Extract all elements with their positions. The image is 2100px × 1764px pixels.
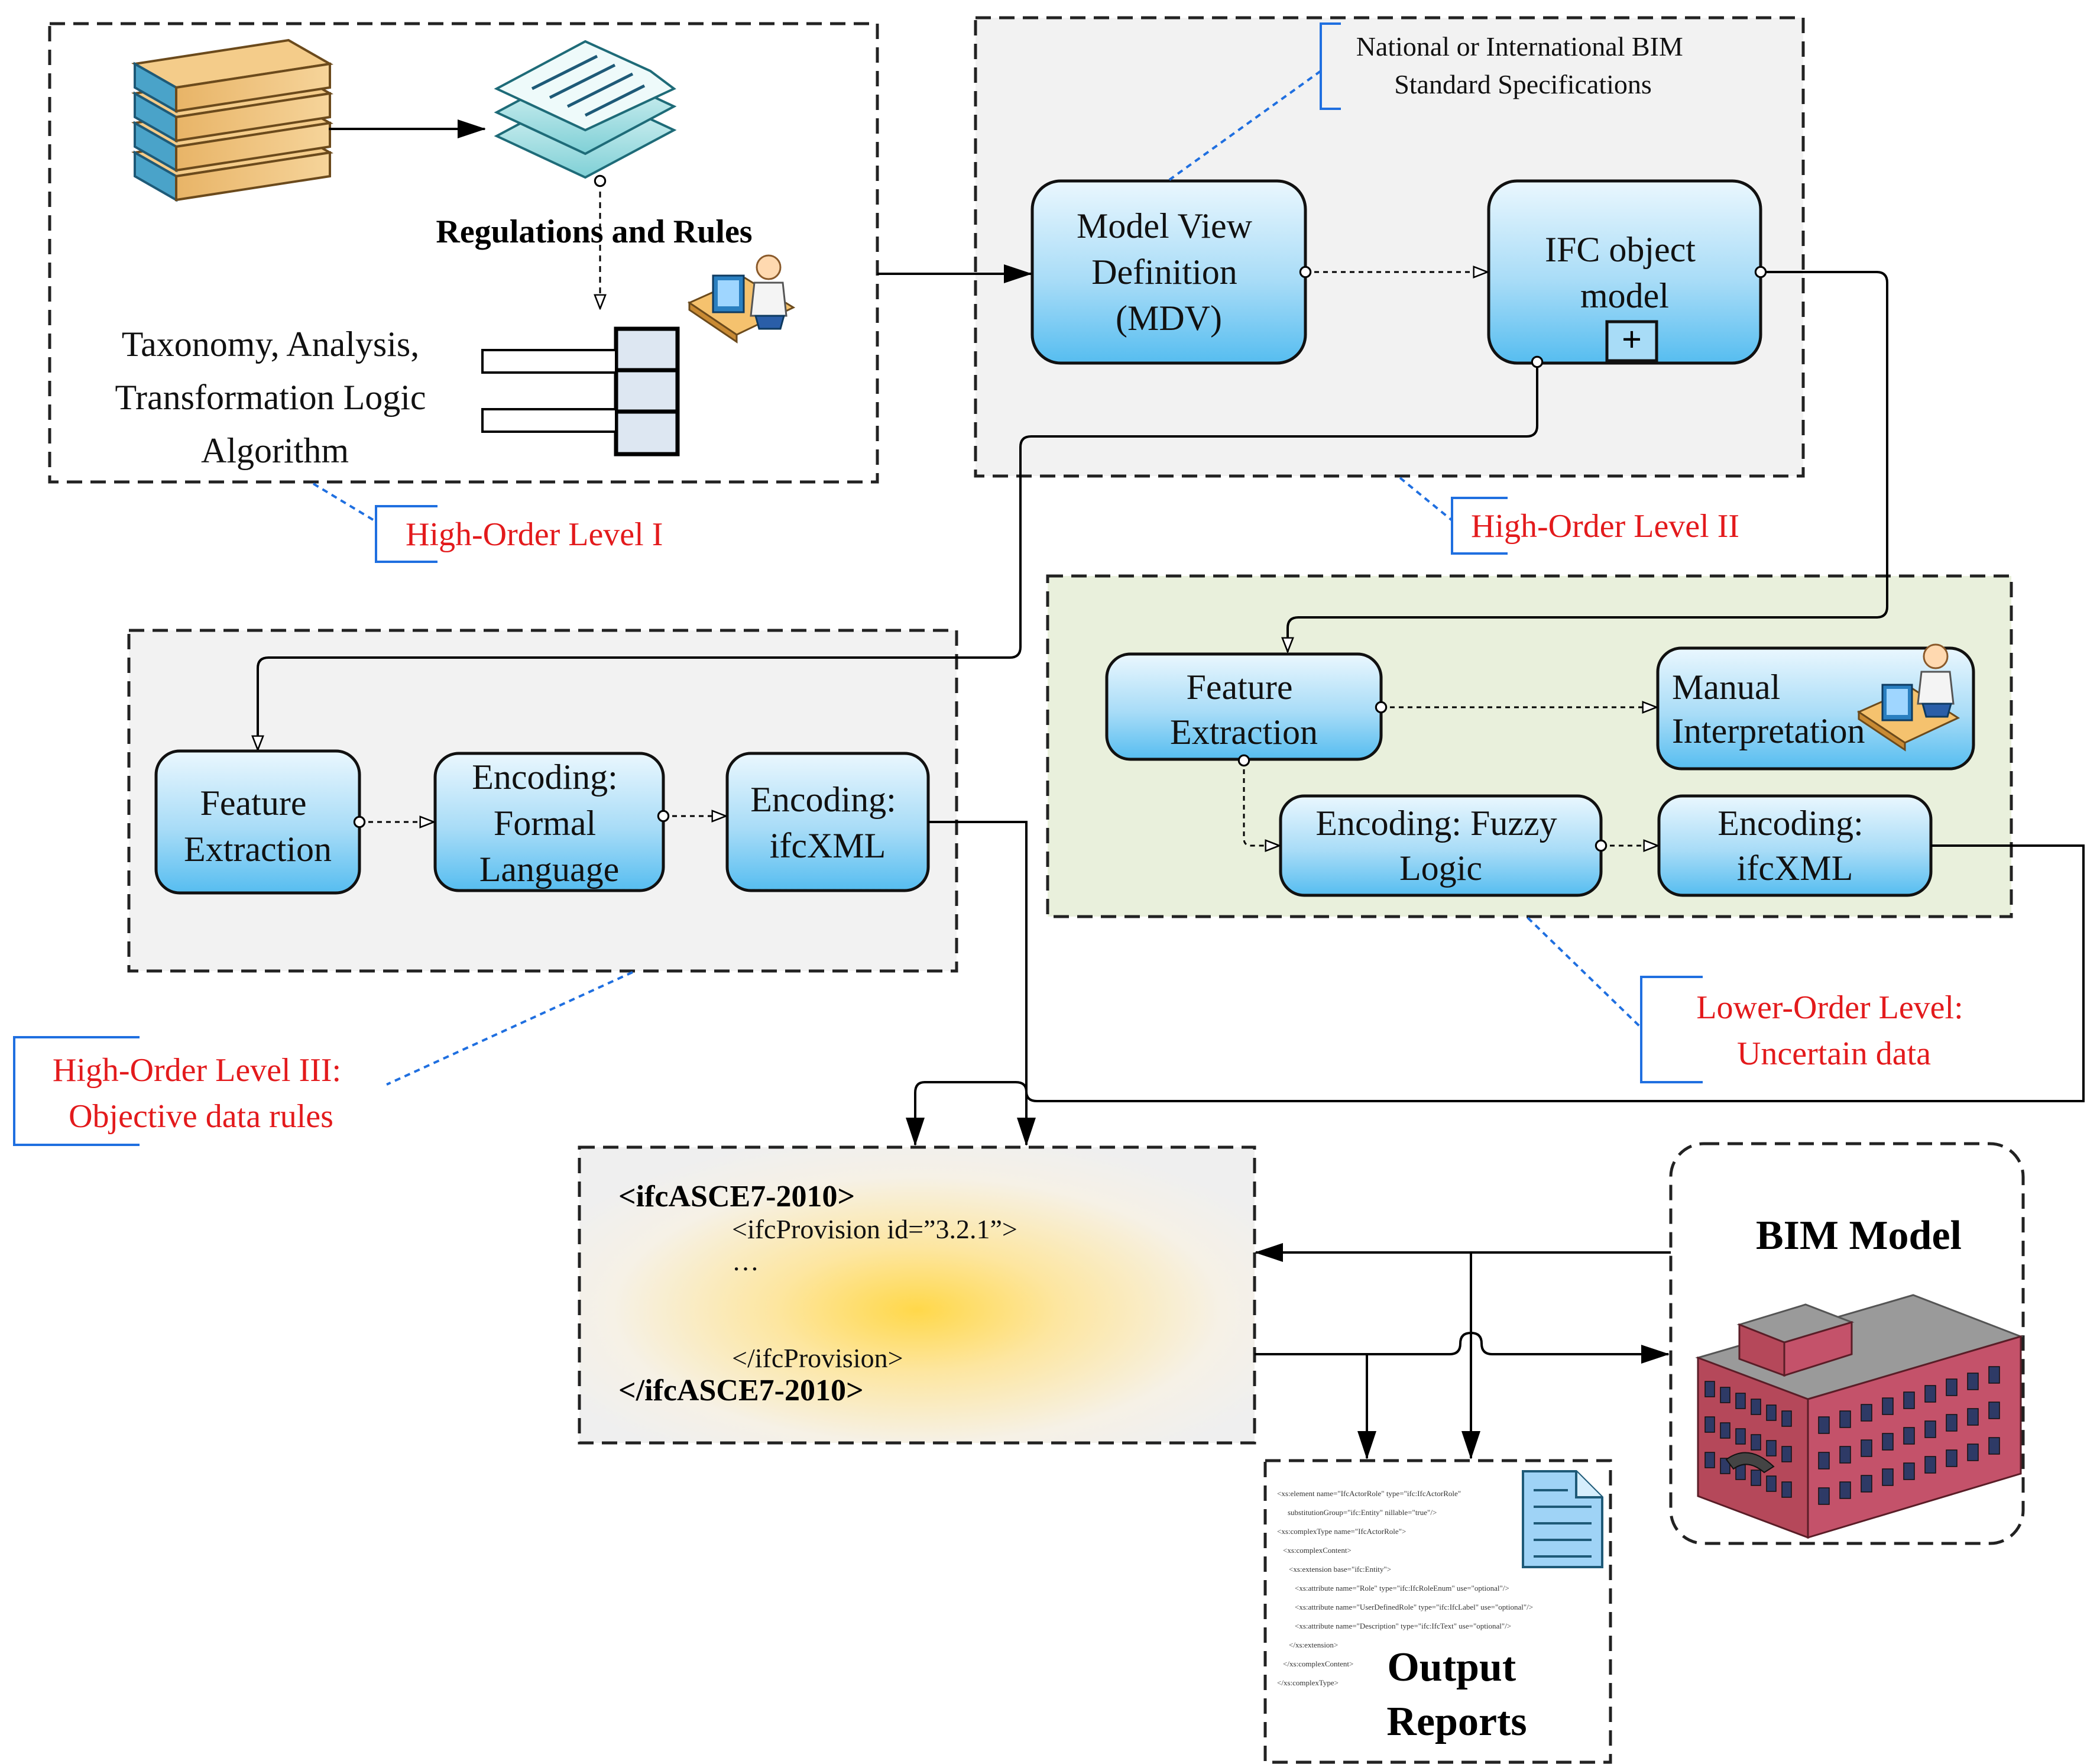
xml-close-tag: </ifcASCE7-2010> (618, 1374, 864, 1407)
svg-text:<xs:element name="IfcActorRole: <xs:element name="IfcActorRole" type="if… (1277, 1489, 1461, 1498)
l3-ifcxml-to-xml-connector (928, 821, 1036, 1146)
engineer-icon (687, 254, 796, 344)
books-icon (131, 38, 333, 202)
svg-text:<xs:attribute name="UserDefine: <xs:attribute name="UserDefinedRole" typ… (1295, 1603, 1533, 1611)
xml-to-bim-connector (1255, 1331, 1670, 1364)
svg-text:</xs:extension>: </xs:extension> (1289, 1640, 1338, 1649)
svg-text:substitutionGroup="ifc:Entity": substitutionGroup="ifc:Entity" nillable=… (1288, 1508, 1437, 1517)
bim-standard-note: National or International BIM Standard S… (1168, 22, 1690, 181)
xml-panel (578, 1145, 1256, 1445)
level2-label: High-Order Level II (1399, 477, 1739, 555)
xml-ellipsis: … (732, 1246, 759, 1276)
xml-open-tag: <ifcASCE7-2010> (618, 1180, 855, 1213)
interpreter-icon (1856, 643, 1960, 752)
ifc-object-model-node[interactable]: IFC object model + (1487, 179, 1762, 365)
level1-label: High-Order Level I (312, 483, 663, 563)
svg-text:Encoding: Formal L: Encoding: Formal Language (472, 758, 627, 889)
xml-provision-close: </ifcProvision> (732, 1343, 903, 1373)
svg-text:<xs:attribute name="Descriptio: <xs:attribute name="Description" type="i… (1295, 1621, 1511, 1630)
xml-provision-open: <ifcProvision id=”3.2.1”> (732, 1214, 1017, 1244)
svg-text:Encoding: ifcXML: Encoding: ifcXML (750, 780, 905, 865)
svg-text:</xs:complexType>: </xs:complexType> (1277, 1678, 1339, 1687)
l3-formal-language-node[interactable]: Encoding: Formal Language (433, 752, 665, 892)
lower-ifcxml-node[interactable]: Encoding: ifcXML (1657, 794, 1933, 897)
bim-title: BIM Model (1756, 1213, 1962, 1258)
svg-text:Encoding: Fuzzy Logic: Encoding: Fuzzy Logic (1315, 804, 1566, 888)
svg-text:Manual Interpretation: Manual Interpretation (1672, 668, 1865, 750)
svg-text:Feature Extraction: Feature Extraction (184, 784, 332, 869)
l3-ifcxml-node[interactable]: Encoding: ifcXML (725, 752, 930, 892)
svg-text:Model View Definition: Model View Definition (MDV) (1077, 206, 1261, 338)
manual-interpretation-node[interactable]: Manual Interpretation (1656, 643, 1975, 771)
documents-icon (494, 40, 677, 179)
mdv-node[interactable]: Model View Definition (MDV) (1030, 179, 1307, 365)
svg-text:National or International BIM: National or International BIM Standard S… (1356, 31, 1690, 99)
svg-text:High-Order Level II: High-Order Level II (1471, 508, 1739, 545)
svg-text:<xs:complexContent>: <xs:complexContent> (1283, 1546, 1352, 1555)
document-icon (1522, 1470, 1603, 1568)
lower-level-label: Lower-Order Level: Uncertain data (1527, 917, 1971, 1083)
expand-symbol: + (1622, 320, 1642, 359)
lower-ifcxml-to-xml-connector (906, 844, 2085, 1146)
svg-text:</xs:complexContent>: </xs:complexContent> (1283, 1659, 1353, 1668)
feature-to-fuzzy-arrow (1244, 760, 1279, 846)
svg-text:High-Order Level III: Ob: High-Order Level III: Objective data rul… (53, 1052, 349, 1135)
l3-feature-extraction-node[interactable]: Feature Extraction (154, 749, 361, 895)
svg-text:<xs:extension base="ifc:Entity: <xs:extension base="ifc:Entity"> (1289, 1565, 1391, 1574)
svg-text:Feature Extraction: Feature Extraction (1170, 668, 1318, 752)
ifc-to-lower-connector (1288, 272, 1888, 652)
building-icon (1695, 1294, 2024, 1539)
regulations-label: Regulations and Rules (436, 213, 752, 250)
output-title: Output Reports (1386, 1645, 1527, 1744)
output-code-listing: <xs:element name="IfcActorRole" type="if… (1277, 1489, 1533, 1687)
lower-feature-extraction-node[interactable]: Feature Extraction (1105, 652, 1383, 761)
svg-text:Encoding: ifcXML: Encoding: ifcXML (1717, 804, 1872, 888)
svg-text:<xs:attribute name="Role" type: <xs:attribute name="Role" type="ifc:IfcR… (1295, 1584, 1509, 1593)
svg-text:High-Order Level I: High-Order Level I (406, 516, 663, 553)
svg-text:Lower-Order Level: Uncer: Lower-Order Level: Uncertain data (1696, 989, 1971, 1072)
level3-label: High-Order Level III: Objective data rul… (13, 971, 633, 1146)
svg-text:<xs:complexType name="IfcActor: <xs:complexType name="IfcActorRole"> (1277, 1527, 1406, 1536)
fuzzy-logic-node[interactable]: Encoding: Fuzzy Logic (1279, 794, 1603, 897)
